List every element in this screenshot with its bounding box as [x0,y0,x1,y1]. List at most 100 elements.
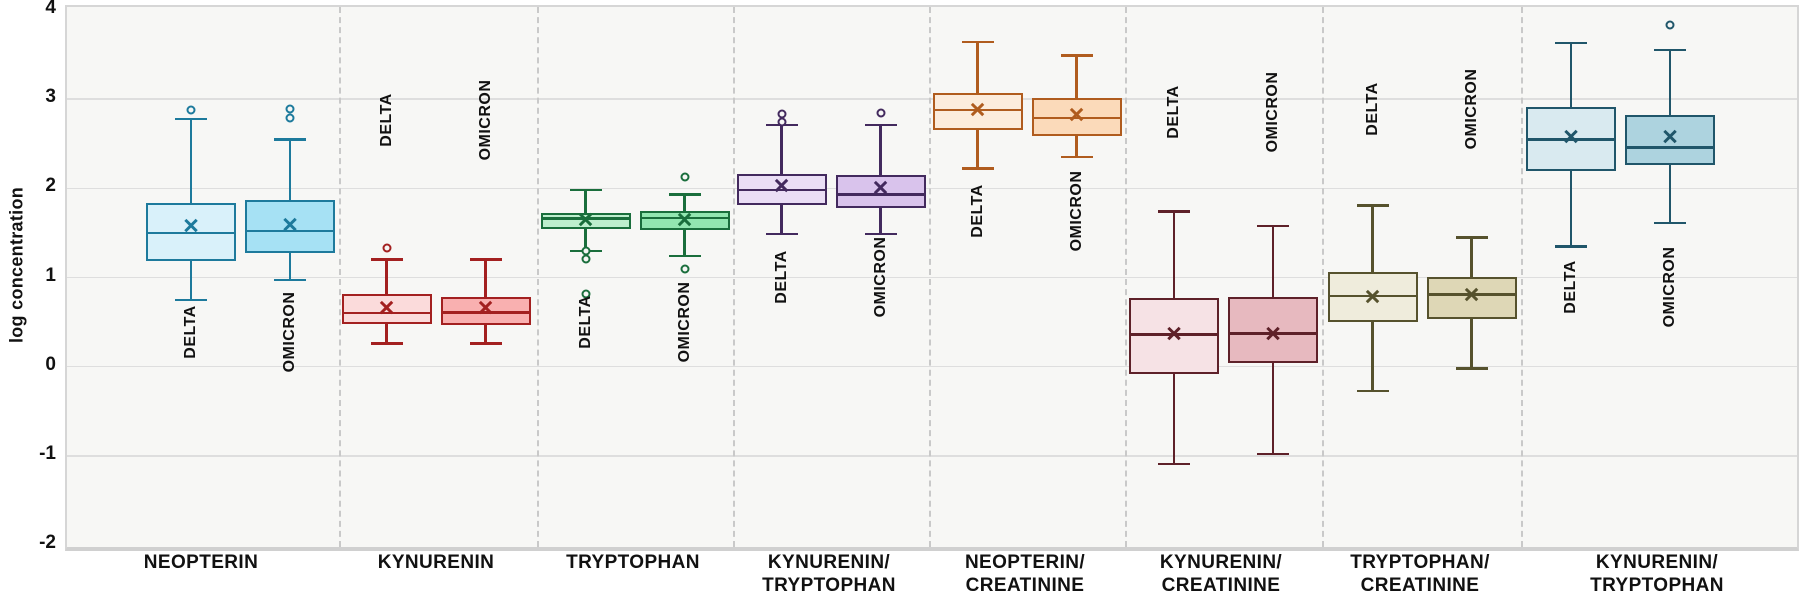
group-label-delta: DELTA [1363,82,1381,136]
whisker-line [1271,363,1275,455]
median-line [440,311,531,314]
whisker-cap [1158,462,1190,466]
whisker-line [584,190,587,214]
y-tick-label: 1 [45,264,56,286]
box [540,213,631,230]
median-line [341,311,432,315]
whisker-line [1371,322,1374,391]
whisker-line [879,125,882,175]
group-label-delta: DELTA [576,295,594,349]
whisker-cap [1060,155,1093,159]
whisker-line [1172,211,1176,298]
group-label-delta: DELTA [377,93,395,147]
whisker-line [1371,205,1374,273]
category-label: KYNURENIN [377,552,495,573]
group-label-delta: DELTA [772,250,790,304]
outlier-point [777,109,786,119]
whisker-line [288,139,292,200]
median-line [1228,332,1318,335]
whisker-line [1075,55,1078,99]
whisker-cap [1455,367,1488,370]
y-tick-label: -2 [39,532,56,554]
whisker-line [1172,373,1176,464]
whisker-cap [1257,452,1289,456]
y-tick-label: 2 [45,175,56,197]
whisker-cap [864,123,897,127]
median-line [1327,294,1418,298]
whisker-cap [469,258,502,261]
section-separator [537,7,539,547]
whisker-line [385,323,388,344]
box [639,210,730,231]
outlier-point [581,254,590,264]
gridline [67,365,1797,368]
whisker-cap [469,342,502,345]
median-line [1526,138,1616,141]
median-line [1129,333,1219,336]
section-separator [929,7,931,547]
group-label-omicron: OMICRON [871,236,889,318]
group-label-delta: DELTA [1165,85,1182,139]
whisker-line [484,259,487,298]
whisker-line [484,324,487,344]
whisker-line [1470,318,1473,369]
outlier-point [285,104,295,114]
box [341,294,432,324]
plot-area: ×DELTA×OMICRON×DELTA×OMICRON×DELTA×OMICR… [65,5,1799,551]
outlier-point [876,108,885,118]
group-label-delta: DELTA [182,305,199,359]
whisker-line [879,207,882,234]
whisker-cap [370,342,403,345]
whisker-cap [864,232,897,236]
whisker-cap [175,117,207,121]
whisker-cap [1654,221,1686,225]
whisker-line [683,230,686,257]
median-line [1625,146,1715,149]
category-label: NEOPTERIN/CREATININE [964,552,1086,596]
box [1129,298,1219,374]
whisker-cap [1356,389,1389,392]
outlier-point [285,113,295,123]
category-label: TRYPTOPHAN [566,552,700,573]
gridline [67,276,1797,279]
box [1625,115,1715,166]
outlier-point [1665,20,1675,30]
median-line [245,229,335,233]
section-separator [1521,7,1523,547]
whisker-cap [961,40,994,44]
whisker-line [1271,225,1275,298]
whisker-line [1075,135,1078,158]
outlier-point [680,172,689,182]
gridline [67,455,1797,457]
box [245,199,335,253]
whisker-line [780,125,783,175]
whisker-cap [961,167,994,170]
group-label-omicron: OMICRON [281,291,298,373]
category-label: KYNURENIN/TRYPTOPHAN [1590,552,1724,596]
outlier-point [581,289,590,299]
whisker-cap [274,278,306,282]
whisker-line [189,118,193,204]
median-line [146,231,236,235]
group-label-omicron: OMICRON [1462,68,1480,150]
category-label: TRYPTOPHAN/CREATININE [1350,552,1490,596]
whisker-line [780,205,783,234]
y-tick-label: 4 [45,0,56,18]
median-line [540,217,631,220]
outlier-point [382,243,391,253]
section-separator [339,7,341,547]
section-separator [1125,7,1127,547]
section-separator [1322,7,1324,547]
whisker-cap [1555,41,1587,45]
gridline [67,98,1797,100]
group-label-omicron: OMICRON [1067,170,1085,252]
group-label-delta: DELTA [968,184,986,238]
y-tick-label: -1 [39,442,56,464]
outlier-point [186,105,196,115]
median-line [639,216,730,220]
whisker-line [385,259,388,295]
section-separator [733,7,735,547]
median-line [736,188,827,192]
median-line [1426,293,1517,296]
